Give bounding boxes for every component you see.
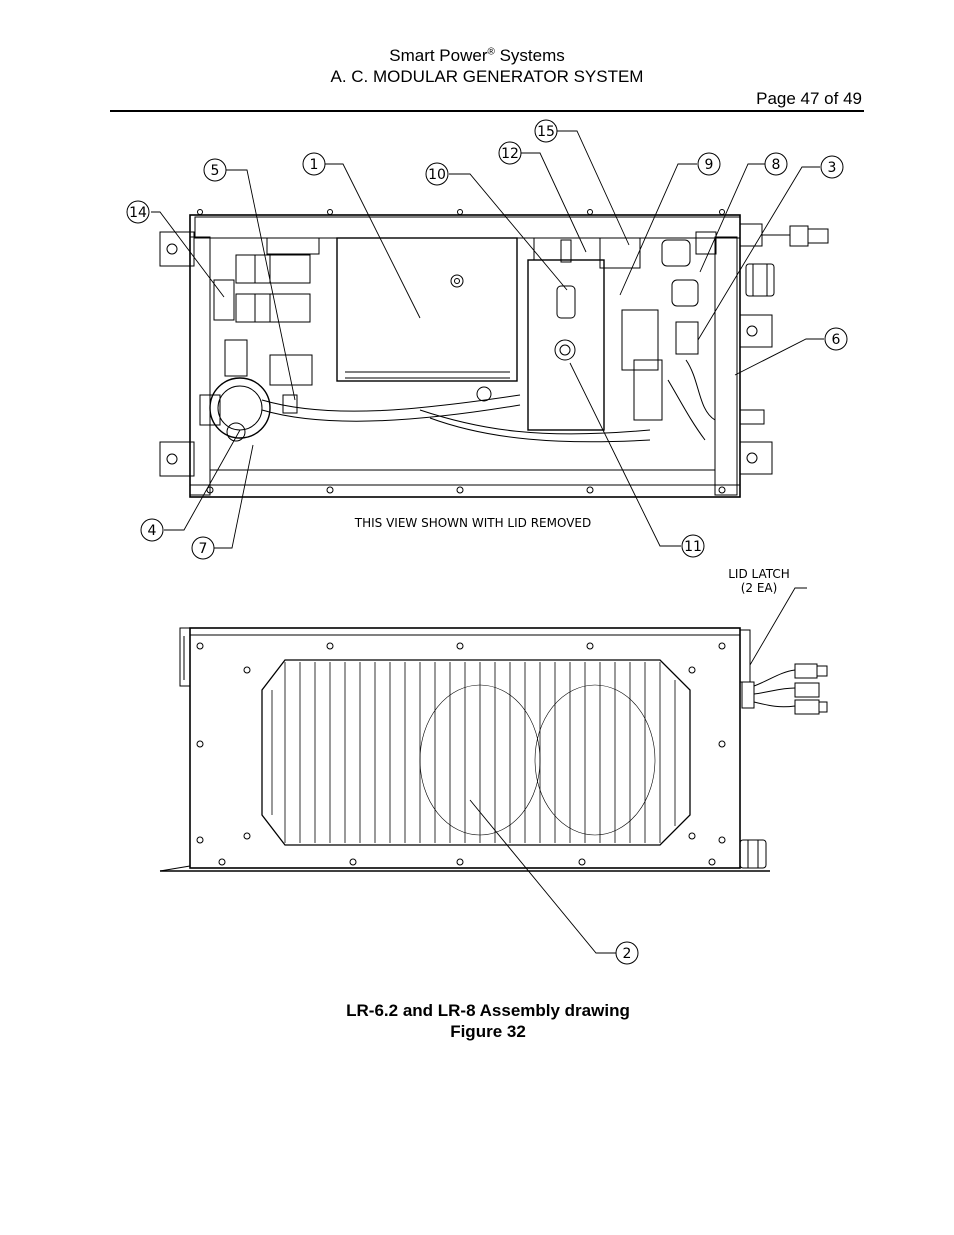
header-brand: Smart Power [389,46,488,65]
leader-lines-top [151,130,824,549]
balloon-7: 7 [199,541,208,557]
balloon-15: 15 [537,124,555,140]
balloon-3: 3 [828,160,837,176]
balloon-1: 1 [310,157,319,173]
balloon-labels: 14 5 1 10 12 15 9 8 3 6 4 7 11 2 [129,124,840,962]
header-subtitle: A. C. MODULAR GENERATOR SYSTEM [330,67,644,86]
balloons [126,119,848,965]
page-number: Page 47 of 49 [756,89,862,108]
header-brand-suffix: Systems [494,46,565,65]
lid-latch-label: LID LATCH [728,567,790,581]
balloon-14: 14 [129,205,147,221]
balloon-9: 9 [705,157,714,173]
figure-title: LR-6.2 and LR-8 Assembly drawing [346,1001,630,1020]
balloon-8: 8 [772,157,781,173]
balloon-5: 5 [211,163,220,179]
header-title: Smart Power® Systems [0,46,954,66]
registered-mark: ® [487,46,495,58]
lid-removed-note: THIS VIEW SHOWN WITH LID REMOVED [354,516,591,530]
drawing-notes: THIS VIEW SHOWN WITH LID REMOVED LID LAT… [354,516,790,595]
top-view [159,209,829,498]
side-view [159,627,828,872]
balloon-12: 12 [501,146,519,162]
header-rule [110,110,864,112]
balloon-6: 6 [832,332,841,348]
balloon-11: 11 [684,539,702,555]
balloon-10: 10 [428,167,446,183]
balloon-2: 2 [623,946,632,962]
balloon-4: 4 [148,523,157,539]
figure-number: Figure 32 [450,1022,526,1041]
lid-latch-qty: (2 EA) [741,581,778,595]
leader-lines-bottom [469,587,807,954]
